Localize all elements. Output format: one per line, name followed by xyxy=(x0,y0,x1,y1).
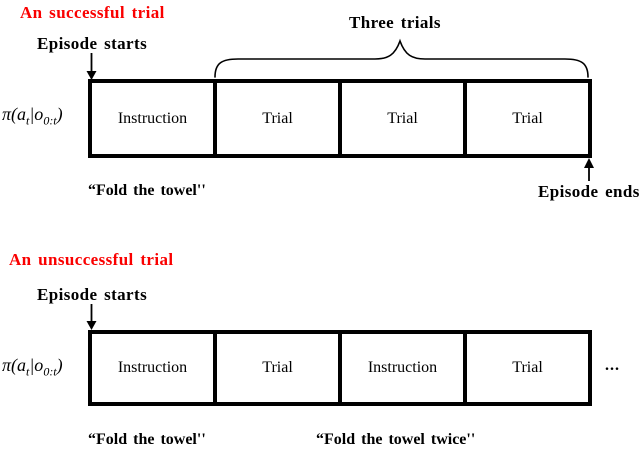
instruction-caption-2b: “Fold the towel twice'' xyxy=(316,431,476,448)
formula-mid: |o xyxy=(29,104,44,124)
cell-label: Instruction xyxy=(117,359,188,376)
timeline-cell-trial: Trial xyxy=(213,334,338,402)
cell-label: Trial xyxy=(262,359,293,376)
three-trials-label: Three trials xyxy=(349,13,441,32)
cell-label: Instruction xyxy=(117,109,188,127)
timeline-success: Instruction Trial Trial Trial xyxy=(88,79,592,158)
formula-mid: |o xyxy=(29,355,44,375)
timeline-cell-instruction: Instruction xyxy=(92,83,213,154)
successful-trial-title: An successful trial xyxy=(20,3,165,22)
timeline-cell-trial: Trial xyxy=(463,83,588,154)
formula-close: ) xyxy=(56,355,63,375)
three-trials-brace xyxy=(214,38,589,78)
formula-close: ) xyxy=(56,104,63,124)
formula-sub-t: t xyxy=(26,113,30,128)
timeline-cell-trial: Trial xyxy=(338,83,463,154)
formula-lead: π(a xyxy=(2,355,27,375)
cell-label: Trial xyxy=(387,109,418,127)
episode-starts-label-1: Episode starts xyxy=(37,34,148,53)
formula-sub-0t: 0:t xyxy=(43,364,57,379)
episode-ends-label: Episode ends xyxy=(538,182,640,201)
cell-label: Trial xyxy=(512,109,543,127)
timeline-cell-instruction: Instruction xyxy=(338,334,463,402)
formula-sub-t: t xyxy=(26,364,30,379)
episode-ends-arrow xyxy=(584,158,594,181)
formula-lead: π(a xyxy=(2,104,27,124)
unsuccessful-trial-title: An unsuccessful trial xyxy=(9,250,174,269)
timeline-cell-instruction: Instruction xyxy=(92,334,213,402)
instruction-caption-1: “Fold the towel'' xyxy=(88,182,206,199)
cell-label: Trial xyxy=(512,359,543,376)
cell-label: Trial xyxy=(262,109,293,127)
timeline-unsuccess: Instruction Trial Instruction Trial xyxy=(88,330,592,406)
timeline-cell-trial: Trial xyxy=(213,83,338,154)
policy-formula-1: π(at|o0:t) xyxy=(2,104,63,128)
continuation-ellipsis: ... xyxy=(605,357,620,374)
formula-sub-0t: 0:t xyxy=(43,113,57,128)
episode-starts-label-2: Episode starts xyxy=(37,285,148,304)
episode-starts-arrow-1 xyxy=(86,53,97,80)
instruction-caption-2a: “Fold the towel'' xyxy=(88,431,206,448)
episode-starts-arrow-2 xyxy=(86,304,97,330)
cell-label: Instruction xyxy=(367,359,438,376)
timeline-cell-trial: Trial xyxy=(463,334,588,402)
policy-formula-2: π(at|o0:t) xyxy=(2,355,63,379)
